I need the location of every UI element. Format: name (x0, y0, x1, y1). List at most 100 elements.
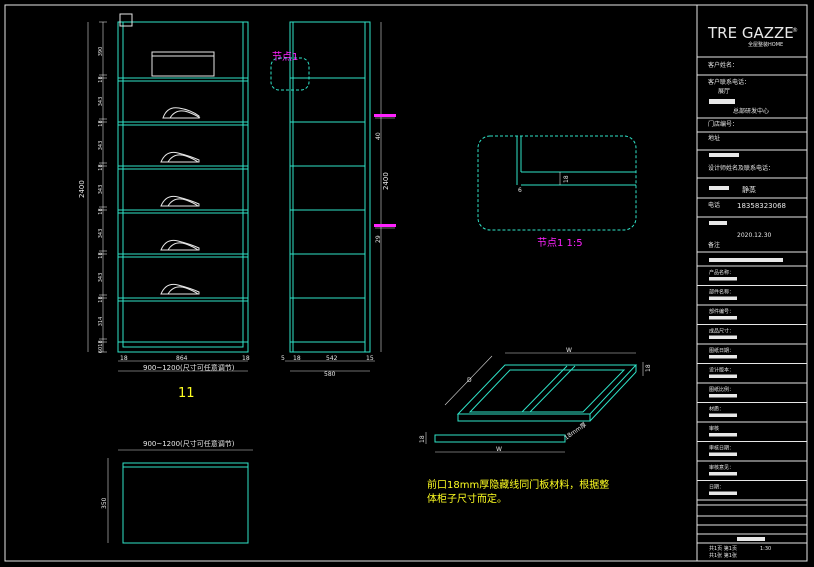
detail-node-1: 18 6 节点1 1:5 (477, 135, 637, 249)
title-block-row-value (709, 413, 737, 417)
note-line-2: 体柜子尺寸而定。 (427, 492, 507, 505)
front-inner-outline (122, 21, 244, 348)
footer-scale: 1:30 (760, 546, 771, 552)
storage-box (151, 51, 215, 77)
brand-subtitle: 全屋整装HOME (748, 41, 783, 48)
plan-view: 900~1200(尺寸可任意调节) 350 (101, 439, 253, 544)
front-row-dim: 343 (98, 229, 104, 239)
front-row-dim: 18 (98, 252, 104, 258)
client-phone-label: 客户联系电话： (708, 78, 750, 86)
side-dim-1: 5 (281, 355, 285, 362)
iso-dim-top: W (566, 347, 572, 354)
front-row-dim: 343 (98, 97, 104, 107)
title-block-row-label: 部件名称： (709, 289, 734, 296)
side-overall-height: 2400 (382, 172, 390, 190)
iso-divider-b (529, 365, 576, 413)
plan-outline (122, 462, 249, 544)
side-mark-b (374, 224, 396, 227)
footer-page-label: 共1页 第1页 (709, 545, 737, 552)
iso-dim-right: 18 (645, 364, 652, 372)
front-label: 11 (178, 386, 195, 401)
designer-name: 静蒸 (742, 185, 756, 194)
title-block-row-label: 部件编号： (709, 308, 734, 315)
title-block-row-value (709, 433, 737, 437)
detail-dim-18: 18 (563, 175, 570, 183)
iso-divider-a (521, 365, 568, 413)
title-block-row-label: 图纸比例： (709, 386, 734, 393)
title-block-row-value (709, 335, 737, 339)
detail-title: 节点1 1:5 (537, 237, 583, 249)
front-row-dim: 343 (98, 273, 104, 283)
side-dim-2: 18 (293, 355, 301, 362)
designer-phone: 18358323068 (737, 202, 786, 210)
title-block-row-value (709, 472, 737, 476)
front-row-dim: 18 (98, 164, 104, 170)
node-1-marker: 节点1 (272, 51, 298, 63)
node-1-callout (270, 57, 310, 91)
showroom: 展厅 (718, 88, 730, 95)
outer-frame (4, 4, 808, 562)
side-mark-a (374, 114, 396, 117)
title-block-row-label: 日期： (709, 485, 724, 491)
title-block-row-label: 审核 (709, 425, 719, 432)
title-block-rows: 产品名称：部件名称：部件编号：成品尺寸：图纸日期：设计版本：图纸比例：材质：审核… (697, 269, 807, 501)
side-overall-width: 580 (324, 371, 336, 378)
store-id-label: 门店编号： (708, 120, 738, 128)
drawing-date: 2020.12.30 (737, 232, 772, 239)
isometric-view: W D 18 W 18 18mm厚 (419, 347, 652, 453)
iso-dim-side: 18 (419, 435, 426, 443)
iso-left-dim-line (444, 355, 493, 406)
title-block: TRE GAZZE ® 全屋整装HOME 客户姓名： 客户联系电话： 展厅 总部… (697, 24, 807, 559)
front-cabinet-outline (117, 21, 249, 353)
title-block-row-label: 图纸日期： (709, 347, 734, 354)
title-block-row-label: 审核日期： (709, 445, 734, 452)
title-block-row-value (709, 355, 737, 359)
address-label: 地址 (708, 134, 720, 142)
front-row-dim: 18 (98, 208, 104, 214)
side-dim-a: 40 (375, 132, 382, 140)
front-row-dim: 60 (98, 347, 104, 353)
front-row-dim: 343 (98, 141, 104, 151)
redacted-field-5 (709, 258, 783, 262)
note-line-1: 前口18mm厚隐藏线同门板材料，根据整 (427, 478, 609, 491)
designer-phone-label: 电话 (708, 201, 720, 209)
iso-frame-front (457, 414, 591, 422)
plan-width-note: 900~1200(尺寸可任意调节) (143, 439, 235, 448)
title-block-row-value (709, 296, 737, 300)
redacted-field-3 (709, 186, 729, 190)
title-block-row-label: 产品名称： (709, 269, 734, 276)
front-overall-height: 2400 (78, 180, 86, 198)
iso-dim-bottom: W (496, 446, 502, 453)
detail-frame (477, 135, 637, 231)
iso-dim-left: D (467, 377, 472, 384)
footer-sheet-no: 共1张 第1张 (709, 552, 737, 559)
title-block-row-value (709, 394, 737, 398)
hq-rd-center: 总部研发中心 (733, 107, 769, 115)
iso-thickness-note: 18mm厚 (563, 421, 588, 441)
front-dim-right: 18 (242, 355, 250, 362)
shoe-pair-4 (160, 239, 200, 251)
side-dim-3: 542 (326, 355, 338, 362)
detail-dim-6: 6 (518, 187, 522, 194)
shoe-pair-5 (160, 283, 200, 295)
redacted-field-2 (709, 153, 739, 157)
title-block-row-value (709, 374, 737, 378)
title-block-row-label: 审核意见： (709, 464, 734, 471)
title-block-row-value (709, 452, 737, 456)
front-width-note: 900~1200(尺寸可任意调节) (143, 363, 235, 372)
shoe-pair-1 (162, 107, 201, 119)
selection-marker (119, 13, 133, 27)
iso-frame-outer (456, 364, 638, 415)
side-elevation: 节点1 40 29 2400 5 18 542 15 580 (270, 21, 396, 378)
brand-logo: TRE GAZZE (707, 24, 794, 42)
front-row-dim: 343 (98, 185, 104, 195)
front-row-dim: 18 (98, 296, 104, 302)
redacted-field-4 (709, 221, 727, 225)
front-dim-left: 18 (120, 355, 128, 362)
iso-frame-inner (468, 369, 626, 413)
title-block-row-label: 材质： (709, 406, 724, 413)
front-row-dim: 390 (98, 47, 104, 57)
